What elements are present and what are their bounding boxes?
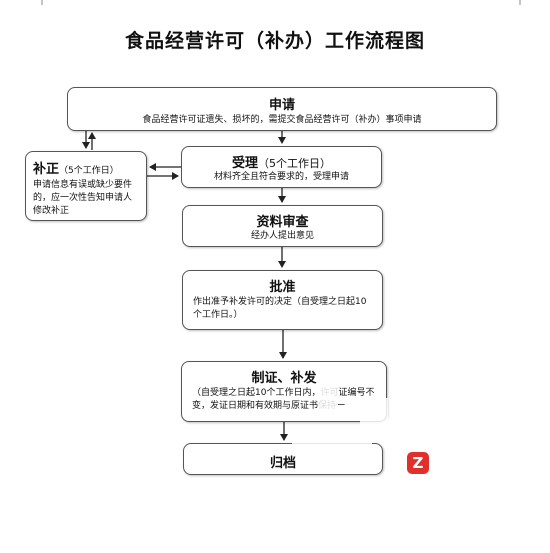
node-apply-title: 申请 (268, 98, 295, 113)
node-correct-duration: （5个工作日） (59, 166, 119, 176)
node-correct: 补正（5个工作日） 申请信息有误或缺少要件的，应一次性告知申请人修改补正 (25, 151, 147, 221)
node-accept-text: 材料齐全且符合要求的，受理申请 (213, 172, 349, 182)
node-review: 资料审查 经办人提出意见 (182, 205, 383, 247)
node-issue-text: （自受理之日起10个工作日内，许可证编号不变，发证日期和有效期与原证书保持一 (192, 388, 375, 411)
page-edge-marks (41, 0, 521, 5)
node-review-title: 资料审查 (256, 215, 309, 230)
node-accept-title: 受理 (231, 156, 258, 171)
node-accept-duration: （5个工作日） (258, 157, 331, 170)
node-approve-text: 作出准予补发许可的决定（自受理之日起10个工作日。） (193, 297, 367, 320)
watermark-smudge (292, 436, 372, 454)
watermark-smudge (360, 398, 388, 428)
node-apply-text: 食品经营许可证遗失、损坏的，需提交食品经营许可（补办）事项申请 (142, 115, 422, 125)
node-correct-text: 申请信息有误或缺少要件的，应一次性告知申请人修改补正 (33, 180, 133, 216)
node-review-text: 经办人提出意见 (250, 231, 314, 241)
node-issue: 制证、补发 （自受理之日起10个工作日内，许可证编号不变，发证日期和有效期与原证… (181, 361, 387, 422)
node-approve-title: 批准 (269, 280, 296, 295)
page-title: 食品经营许可（补办）工作流程图 (124, 30, 425, 52)
node-accept: 受理（5个工作日） 材料齐全且符合要求的，受理申请 (181, 146, 382, 188)
node-archive-title: 归档 (269, 456, 296, 471)
watermark-smudge (318, 378, 338, 418)
node-approve: 批准 作出准予补发许可的决定（自受理之日起10个工作日。） (182, 270, 383, 330)
node-apply: 申请 食品经营许可证遗失、损坏的，需提交食品经营许可（补办）事项申请 (67, 87, 497, 131)
node-issue-title: 制证、补发 (251, 371, 317, 386)
app-logo-icon: Z (407, 452, 429, 474)
node-correct-title: 补正 (33, 162, 60, 177)
